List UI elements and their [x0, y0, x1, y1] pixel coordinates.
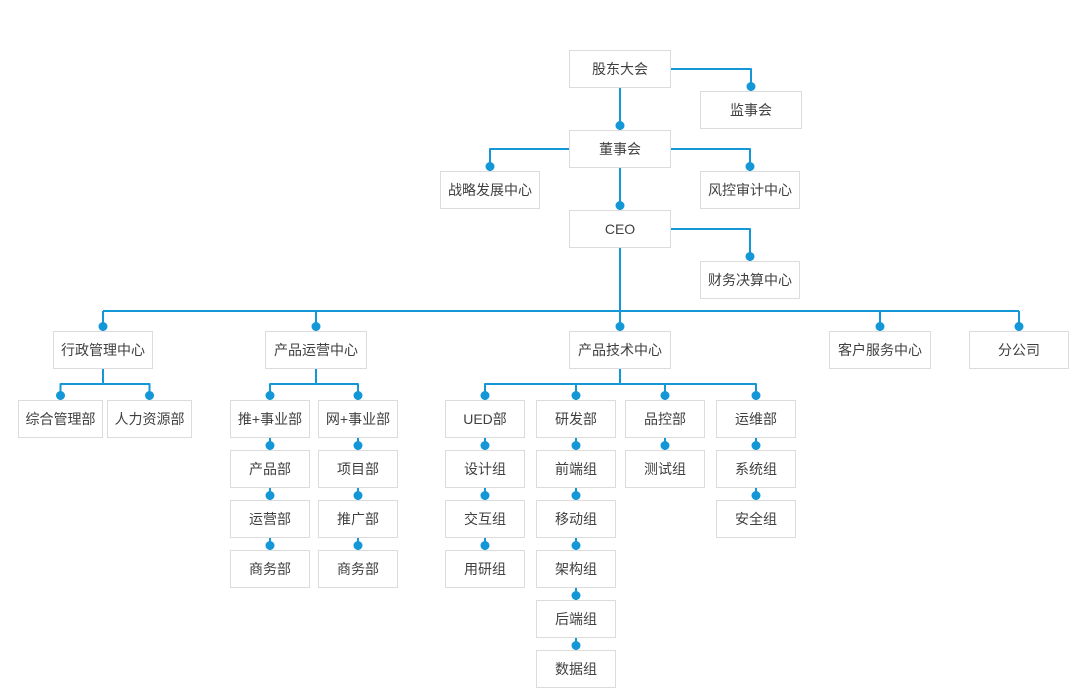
- node-product-dept: 产品部: [230, 450, 310, 488]
- node-ued-dept: UED部: [445, 400, 525, 438]
- connector-dot: [571, 591, 581, 600]
- node-risk-audit-center: 风控审计中心: [700, 171, 800, 209]
- connector-dot: [265, 491, 275, 500]
- connector-dot: [56, 391, 65, 400]
- connector-line: [59, 383, 151, 400]
- connector-dot: [480, 541, 490, 550]
- connector-dot: [745, 162, 755, 171]
- connector-dot: [571, 391, 581, 400]
- connector-dot: [98, 322, 108, 331]
- node-promotion-dept: 推广部: [318, 500, 398, 538]
- connector-dot: [571, 641, 581, 650]
- node-mobile-team: 移动组: [536, 500, 616, 538]
- connector-dot: [660, 391, 670, 400]
- node-board-of-directors: 董事会: [569, 130, 671, 168]
- node-data-team: 数据组: [536, 650, 616, 688]
- node-quality-control-dept: 品控部: [625, 400, 705, 438]
- node-business-dept-2: 商务部: [318, 550, 398, 588]
- connector-dot: [660, 441, 670, 450]
- node-design-team: 设计组: [445, 450, 525, 488]
- connector-dot: [265, 541, 275, 550]
- connector-dot: [145, 391, 154, 400]
- connector-line: [269, 383, 359, 400]
- node-general-management-dept: 综合管理部: [18, 400, 103, 438]
- connector-dot: [615, 322, 625, 331]
- connector-dot: [746, 82, 756, 91]
- connector-dot: [480, 491, 490, 500]
- node-branch-company: 分公司: [969, 331, 1069, 369]
- node-admin-management-center: 行政管理中心: [53, 331, 153, 369]
- connector-line: [671, 228, 751, 261]
- connector-dot: [751, 491, 761, 500]
- connector-dot: [353, 541, 363, 550]
- connector-dot: [480, 441, 490, 450]
- connector-dot: [571, 541, 581, 550]
- connector-dot: [1014, 322, 1024, 331]
- node-finance-settlement-center: 财务决算中心: [700, 261, 800, 299]
- connector-dot: [311, 322, 321, 331]
- connector-dot: [751, 391, 761, 400]
- connector-dot: [751, 441, 761, 450]
- connector-dot: [745, 252, 755, 261]
- connector-dot: [265, 391, 275, 400]
- connector-line: [671, 148, 751, 171]
- connector-line: [484, 383, 757, 400]
- node-operation-maintenance-dept: 运维部: [716, 400, 796, 438]
- connector-dot: [571, 441, 581, 450]
- connector-dot: [480, 391, 490, 400]
- connector-dot: [485, 162, 495, 171]
- node-system-team: 系统组: [716, 450, 796, 488]
- node-operation-dept: 运营部: [230, 500, 310, 538]
- node-supervisory-board: 监事会: [700, 91, 802, 129]
- node-user-research-team: 用研组: [445, 550, 525, 588]
- connector-line: [671, 68, 752, 91]
- node-business-dept-1: 商务部: [230, 550, 310, 588]
- node-project-dept: 项目部: [318, 450, 398, 488]
- node-testing-team: 测试组: [625, 450, 705, 488]
- connector-dot: [615, 121, 625, 130]
- node-tui-plus-business-dept: 推+事业部: [230, 400, 310, 438]
- node-backend-team: 后端组: [536, 600, 616, 638]
- node-ceo: CEO: [569, 210, 671, 248]
- node-strategy-development-center: 战略发展中心: [440, 171, 540, 209]
- connector-dot: [265, 441, 275, 450]
- node-wang-plus-business-dept: 网+事业部: [318, 400, 398, 438]
- node-product-technology-center: 产品技术中心: [569, 331, 671, 369]
- connector-dot: [571, 491, 581, 500]
- connector-dot: [615, 201, 625, 210]
- node-frontend-team: 前端组: [536, 450, 616, 488]
- connector-dot: [353, 491, 363, 500]
- node-interaction-team: 交互组: [445, 500, 525, 538]
- node-architecture-team: 架构组: [536, 550, 616, 588]
- node-rd-dept: 研发部: [536, 400, 616, 438]
- connector-dot: [875, 322, 885, 331]
- node-shareholders-meeting: 股东大会: [569, 50, 671, 88]
- connector-dot: [353, 391, 363, 400]
- node-human-resources-dept: 人力资源部: [107, 400, 192, 438]
- connector-line: [489, 148, 569, 171]
- node-product-operation-center: 产品运营中心: [265, 331, 367, 369]
- node-security-team: 安全组: [716, 500, 796, 538]
- connector-dot: [353, 441, 363, 450]
- node-customer-service-center: 客户服务中心: [829, 331, 931, 369]
